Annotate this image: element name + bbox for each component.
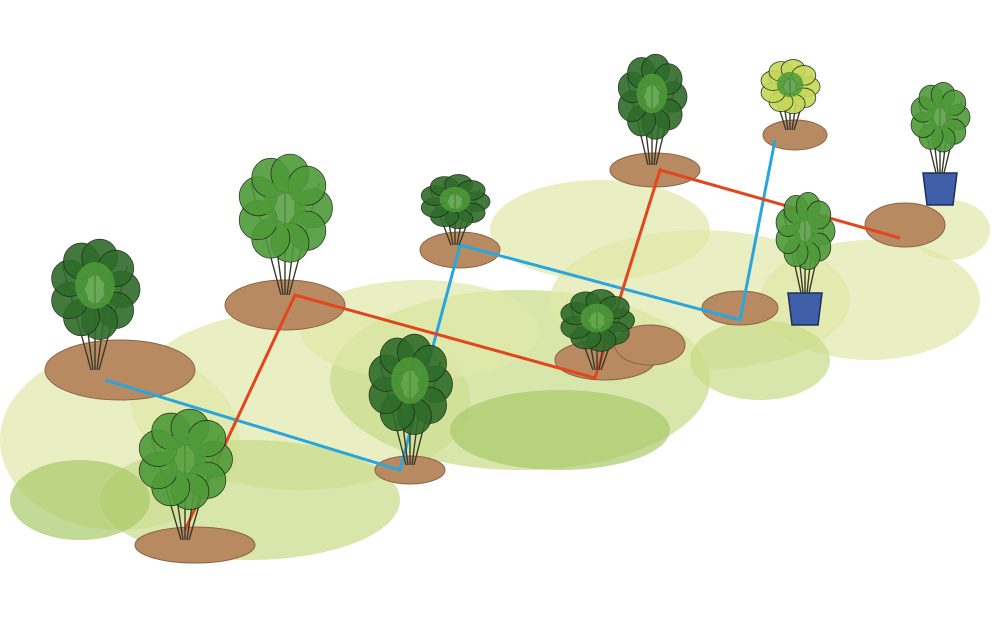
soil-mound xyxy=(44,339,196,401)
shrub-foliage xyxy=(580,303,614,333)
soil-mounds xyxy=(44,119,946,564)
shrub xyxy=(617,53,688,166)
shrub xyxy=(420,174,491,246)
shrub xyxy=(560,289,635,371)
shrub-foliage xyxy=(75,262,115,309)
shrub xyxy=(51,238,141,371)
soil-mound xyxy=(762,119,828,151)
grass-patch xyxy=(490,180,710,280)
soil-mound xyxy=(701,290,779,326)
blue-planting-line xyxy=(104,139,777,472)
soil-mound xyxy=(614,324,686,366)
shrub-foliage xyxy=(926,98,954,131)
plant-pot xyxy=(922,172,958,206)
shrub xyxy=(138,408,233,541)
grass-patch xyxy=(10,460,150,540)
shrub-foliage xyxy=(264,178,306,230)
shrub-foliage xyxy=(636,73,668,114)
shrub-foliage xyxy=(791,210,819,246)
grass-patch xyxy=(760,240,980,360)
shrub xyxy=(760,59,821,131)
soil-mound xyxy=(864,202,946,248)
potted-shrub xyxy=(910,82,971,206)
soil-mound xyxy=(134,526,256,564)
shrub-foliage xyxy=(164,432,206,479)
grass-patch xyxy=(690,320,830,400)
shrubs xyxy=(51,53,971,541)
shrub-foliage xyxy=(391,357,429,404)
potted-shrub xyxy=(775,191,836,326)
shrub-foliage xyxy=(439,186,471,213)
shrub xyxy=(238,153,333,296)
shrub xyxy=(368,333,453,466)
grass-patch xyxy=(450,390,670,470)
red-planting-line xyxy=(183,168,901,531)
plant-pot xyxy=(787,292,823,326)
shrub-foliage xyxy=(776,71,804,98)
